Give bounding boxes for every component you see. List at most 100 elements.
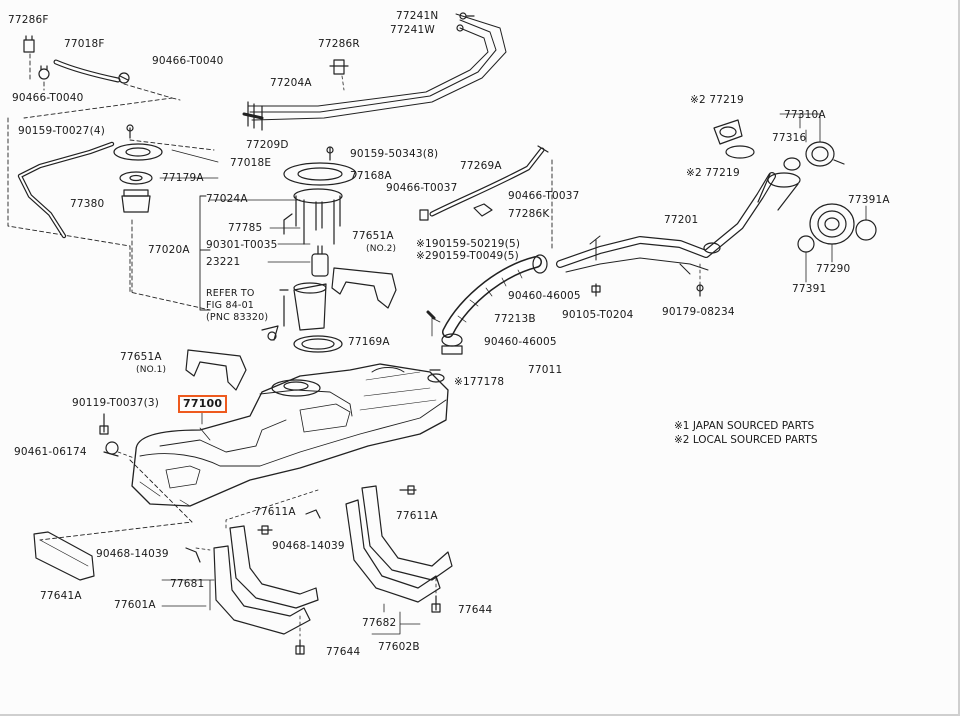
label-77241w: 77241W bbox=[390, 24, 435, 36]
bolt-90119-t0037 bbox=[99, 413, 109, 435]
ring-77219-lower bbox=[725, 145, 755, 159]
label-77391: 77391 bbox=[792, 283, 827, 295]
label-90105-t0204: 90105-T0204 bbox=[562, 309, 634, 321]
label-77024a: 77024A bbox=[206, 193, 248, 205]
filter-strainer bbox=[293, 282, 327, 331]
label-77168a: 77168A bbox=[350, 170, 392, 182]
label-refer-fig: FIG 84-01 bbox=[206, 300, 255, 311]
clamp-90460-46005-upper bbox=[532, 254, 548, 274]
label-90460-46005-lower: 90460-46005 bbox=[484, 336, 557, 348]
label-77100-highlighted[interactable]: 77100 bbox=[177, 395, 228, 413]
label-77611a-left: 77611A bbox=[254, 506, 296, 518]
label-90159-t0027: 90159-T0027(4) bbox=[18, 125, 106, 137]
bolt-77644-right bbox=[431, 595, 441, 613]
label-90468-14039-left: 90468-14039 bbox=[96, 548, 169, 560]
fuel-cap-77310a bbox=[805, 141, 845, 167]
label-77219-lower: ※2 77219 bbox=[686, 167, 740, 179]
fuel-pipe-77018f bbox=[53, 59, 121, 83]
label-77316: 77316 bbox=[772, 132, 807, 144]
label-77682: 77682 bbox=[362, 617, 397, 629]
bolt-90105-t0204 bbox=[591, 283, 601, 297]
label-77241n: 77241N bbox=[396, 10, 439, 22]
label-refer-to: REFER TO bbox=[206, 288, 255, 299]
ring-77391 bbox=[797, 235, 815, 253]
label-77018e: 77018E bbox=[230, 157, 272, 169]
label-90466-t0040-upper: 90466-T0040 bbox=[152, 55, 224, 67]
gasket-77316 bbox=[783, 157, 801, 171]
label-77213b: 77213B bbox=[494, 313, 536, 325]
label-190159-50219: ※190159-50219(5) bbox=[416, 238, 521, 250]
clip-77286f bbox=[23, 35, 35, 53]
label-77286k: 77286K bbox=[508, 208, 550, 220]
label-177178: ※177178 bbox=[454, 376, 505, 388]
label-77179a: 77179A bbox=[162, 172, 204, 184]
label-77219-upper: ※2 77219 bbox=[690, 94, 744, 106]
label-90461-06174: 90461-06174 bbox=[14, 446, 87, 458]
screw-90159-50343 bbox=[326, 146, 334, 161]
label-90301-t0035: 90301-T0035 bbox=[206, 239, 278, 251]
label-77651a-no2: 77651A bbox=[352, 230, 394, 242]
protector-77641a bbox=[33, 531, 95, 581]
retainer-ring-77168a bbox=[283, 162, 357, 186]
label-77644-left: 77644 bbox=[326, 646, 361, 658]
clamp-90466-t0037 bbox=[419, 145, 549, 221]
gasket-77179a bbox=[113, 143, 163, 185]
label-90159-50343: 90159-50343(8) bbox=[350, 148, 439, 160]
screw-90159-t0027 bbox=[126, 124, 134, 139]
label-no2: (NO.2) bbox=[366, 244, 397, 254]
label-77602b: 77602B bbox=[378, 641, 420, 653]
label-23221: 23221 bbox=[206, 256, 241, 268]
fuel-lines-77204a bbox=[242, 13, 507, 131]
clamp-90468-14039-right bbox=[305, 509, 321, 519]
filter-77380 bbox=[121, 189, 151, 213]
label-no1: (NO.1) bbox=[136, 365, 167, 375]
protector-77651a-no2 bbox=[331, 267, 397, 309]
label-77310a: 77310A bbox=[784, 109, 826, 121]
label-77785: 77785 bbox=[228, 222, 263, 234]
hose-clip-77241w bbox=[456, 24, 464, 32]
label-77681: 77681 bbox=[170, 578, 205, 590]
grommet-177178 bbox=[427, 369, 445, 383]
label-refer-pnc: (PNC 83320) bbox=[206, 312, 269, 323]
sender-arm bbox=[261, 289, 289, 341]
breather-pipe-77018e bbox=[17, 141, 115, 239]
filler-hose-77213b bbox=[442, 256, 542, 338]
clip-77286r bbox=[329, 59, 349, 75]
label-77380: 77380 bbox=[70, 198, 105, 210]
filler-pipe-77201 bbox=[556, 172, 776, 275]
label-90466-t0040-lower: 90466-T0040 bbox=[12, 92, 84, 104]
hose-clip-77241n bbox=[459, 12, 475, 20]
label-77204a: 77204A bbox=[270, 77, 312, 89]
clamp-90460-46005-lower bbox=[441, 333, 463, 355]
label-77641a: 77641A bbox=[40, 590, 82, 602]
label-77169a: 77169A bbox=[348, 336, 390, 348]
label-77201: 77201 bbox=[664, 214, 699, 226]
vent-hose-77269a bbox=[429, 147, 545, 217]
label-77209d: 77209D bbox=[246, 139, 289, 151]
clip-77286k bbox=[473, 203, 493, 217]
ring-77219-upper bbox=[713, 119, 743, 145]
note-local-sourced: ※2 LOCAL SOURCED PARTS bbox=[674, 434, 818, 446]
label-90179-08234: 90179-08234 bbox=[662, 306, 735, 318]
label-90466-t0037-right: 90466-T0037 bbox=[508, 190, 580, 202]
clamp-90466-t0040-lower bbox=[38, 65, 50, 80]
label-77644-right: 77644 bbox=[458, 604, 493, 616]
ring-77391a bbox=[855, 219, 877, 241]
bolt-77644-left bbox=[295, 639, 305, 655]
label-77018f: 77018F bbox=[64, 38, 105, 50]
label-90460-46005-upper: 90460-46005 bbox=[508, 290, 581, 302]
note-japan-sourced: ※1 JAPAN SOURCED PARTS bbox=[674, 420, 815, 432]
label-77391a: 77391A bbox=[848, 194, 890, 206]
bracket-77682 bbox=[345, 485, 453, 603]
label-90468-14039-right: 90468-14039 bbox=[272, 540, 345, 552]
pump-23221 bbox=[311, 245, 329, 277]
bolt-90179-08234 bbox=[696, 284, 704, 297]
label-77601a: 77601A bbox=[114, 599, 156, 611]
label-77290: 77290 bbox=[816, 263, 851, 275]
bolt-77611a-right bbox=[399, 485, 417, 495]
label-77286f: 77286F bbox=[8, 14, 49, 26]
label-77611a-right: 77611A bbox=[396, 510, 438, 522]
label-77651a-no1: 77651A bbox=[120, 351, 162, 363]
clamp-90461-06174 bbox=[103, 441, 119, 457]
